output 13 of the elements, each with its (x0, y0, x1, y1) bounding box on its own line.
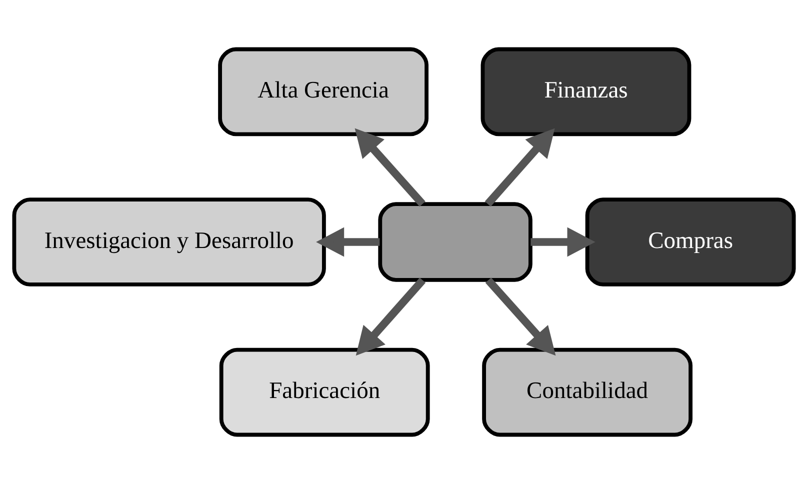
arrow (485, 277, 556, 356)
arrow (484, 128, 555, 206)
node-box: Investigacion y Desarrollo (12, 197, 326, 286)
arrow (316, 226, 380, 256)
node-box: Alta Gerencia (218, 46, 428, 136)
node-box (378, 202, 532, 282)
node-box: Compras (585, 197, 796, 286)
node-box: Fabricación (219, 347, 430, 436)
node-box: Finanzas (480, 46, 692, 136)
arrow (356, 277, 426, 356)
node-box: Contabilidad (482, 347, 692, 436)
arrow (354, 128, 426, 206)
arrow (530, 226, 596, 256)
